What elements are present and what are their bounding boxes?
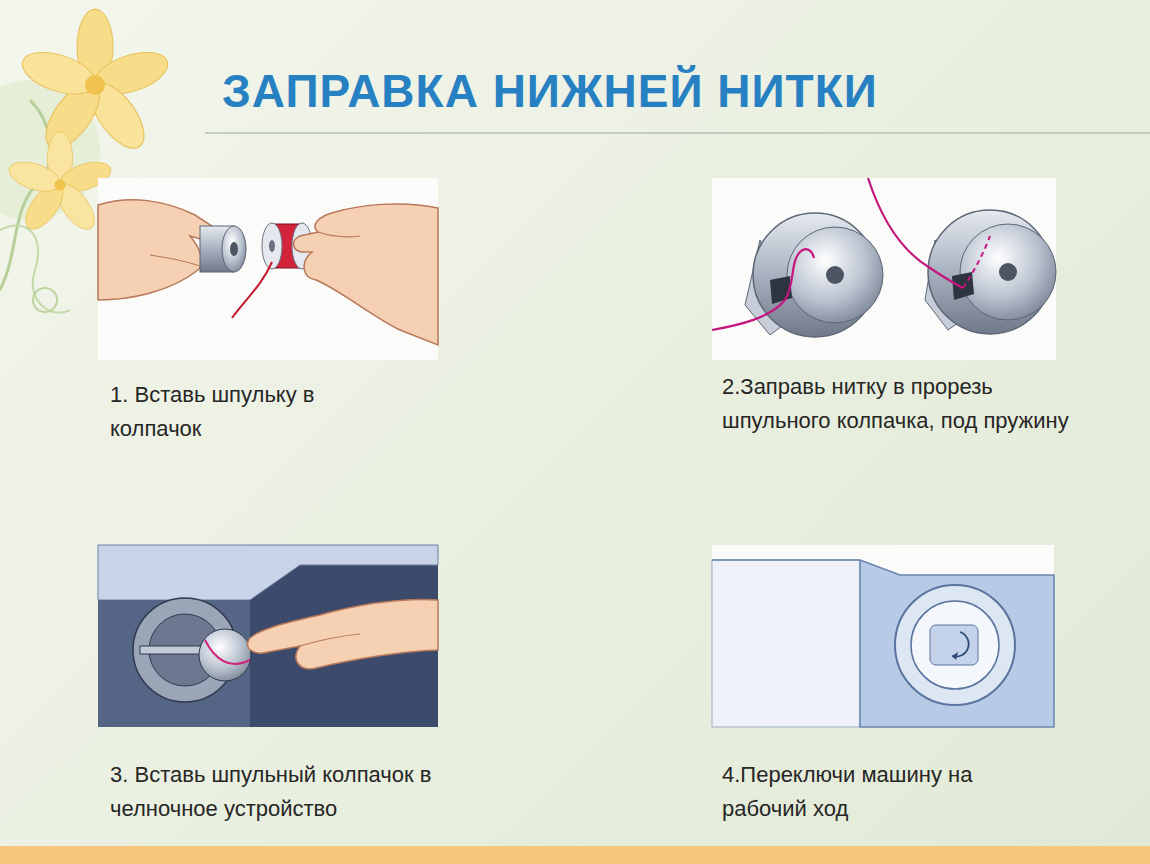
thread <box>205 640 250 664</box>
flower-center <box>54 179 65 190</box>
handwheel <box>895 585 1015 705</box>
step-caption: 3. Вставь шпульный колпачок в челночное … <box>110 758 520 826</box>
rotation-arrow <box>952 632 969 657</box>
petal <box>17 44 100 102</box>
panel-ground <box>98 178 438 360</box>
finger-line <box>300 634 360 646</box>
clutch-knob <box>930 625 978 665</box>
petal <box>6 157 64 197</box>
illustration-insert-bobbin <box>98 178 438 360</box>
bobbin-case-hole <box>999 263 1017 281</box>
finger-line <box>150 255 205 268</box>
bobbin-case-face <box>222 226 246 272</box>
illustration-thread-spring <box>712 178 1056 360</box>
thread-under-spring <box>963 236 990 288</box>
bobbin-case-hole <box>826 266 844 284</box>
step-caption: 2.Заправь нитку в прорезь шпульного колп… <box>722 370 1082 438</box>
bobbin-case-hole <box>230 242 238 256</box>
illustration-handwheel <box>712 545 1054 727</box>
panel-ground <box>712 545 1054 727</box>
machine-body-side <box>712 560 1054 727</box>
thread <box>232 262 272 318</box>
machine-body-front <box>712 560 860 727</box>
thread <box>712 249 814 330</box>
title-rule <box>205 132 1150 134</box>
bobbin-case-face <box>787 227 883 323</box>
machine-interior <box>98 545 438 727</box>
needle-plate <box>98 545 438 600</box>
flower <box>17 9 173 157</box>
vine <box>0 226 70 313</box>
case-slot <box>952 272 974 300</box>
step-caption: 1. Вставь шпульку в колпачок <box>110 378 380 446</box>
rotation-arrowhead <box>952 652 958 660</box>
step-caption: 4.Переключи машину на рабочий ход <box>722 758 1052 826</box>
bottom-band <box>0 846 1150 864</box>
panel-ground <box>712 178 1056 360</box>
handwheel-inner <box>911 601 999 689</box>
slide-title: ЗАПРАВКА НИЖНЕЙ НИТКИ <box>222 66 878 117</box>
finger-line <box>318 232 360 237</box>
bobbin-case-face <box>960 224 1056 320</box>
thread <box>868 178 963 288</box>
hand <box>247 600 438 669</box>
bobbin-hole <box>269 240 275 252</box>
illustration-insert-case <box>98 545 438 727</box>
flower-center <box>85 75 105 95</box>
curl <box>33 288 57 312</box>
bobbin-case <box>199 629 251 681</box>
right-hand <box>294 204 438 345</box>
